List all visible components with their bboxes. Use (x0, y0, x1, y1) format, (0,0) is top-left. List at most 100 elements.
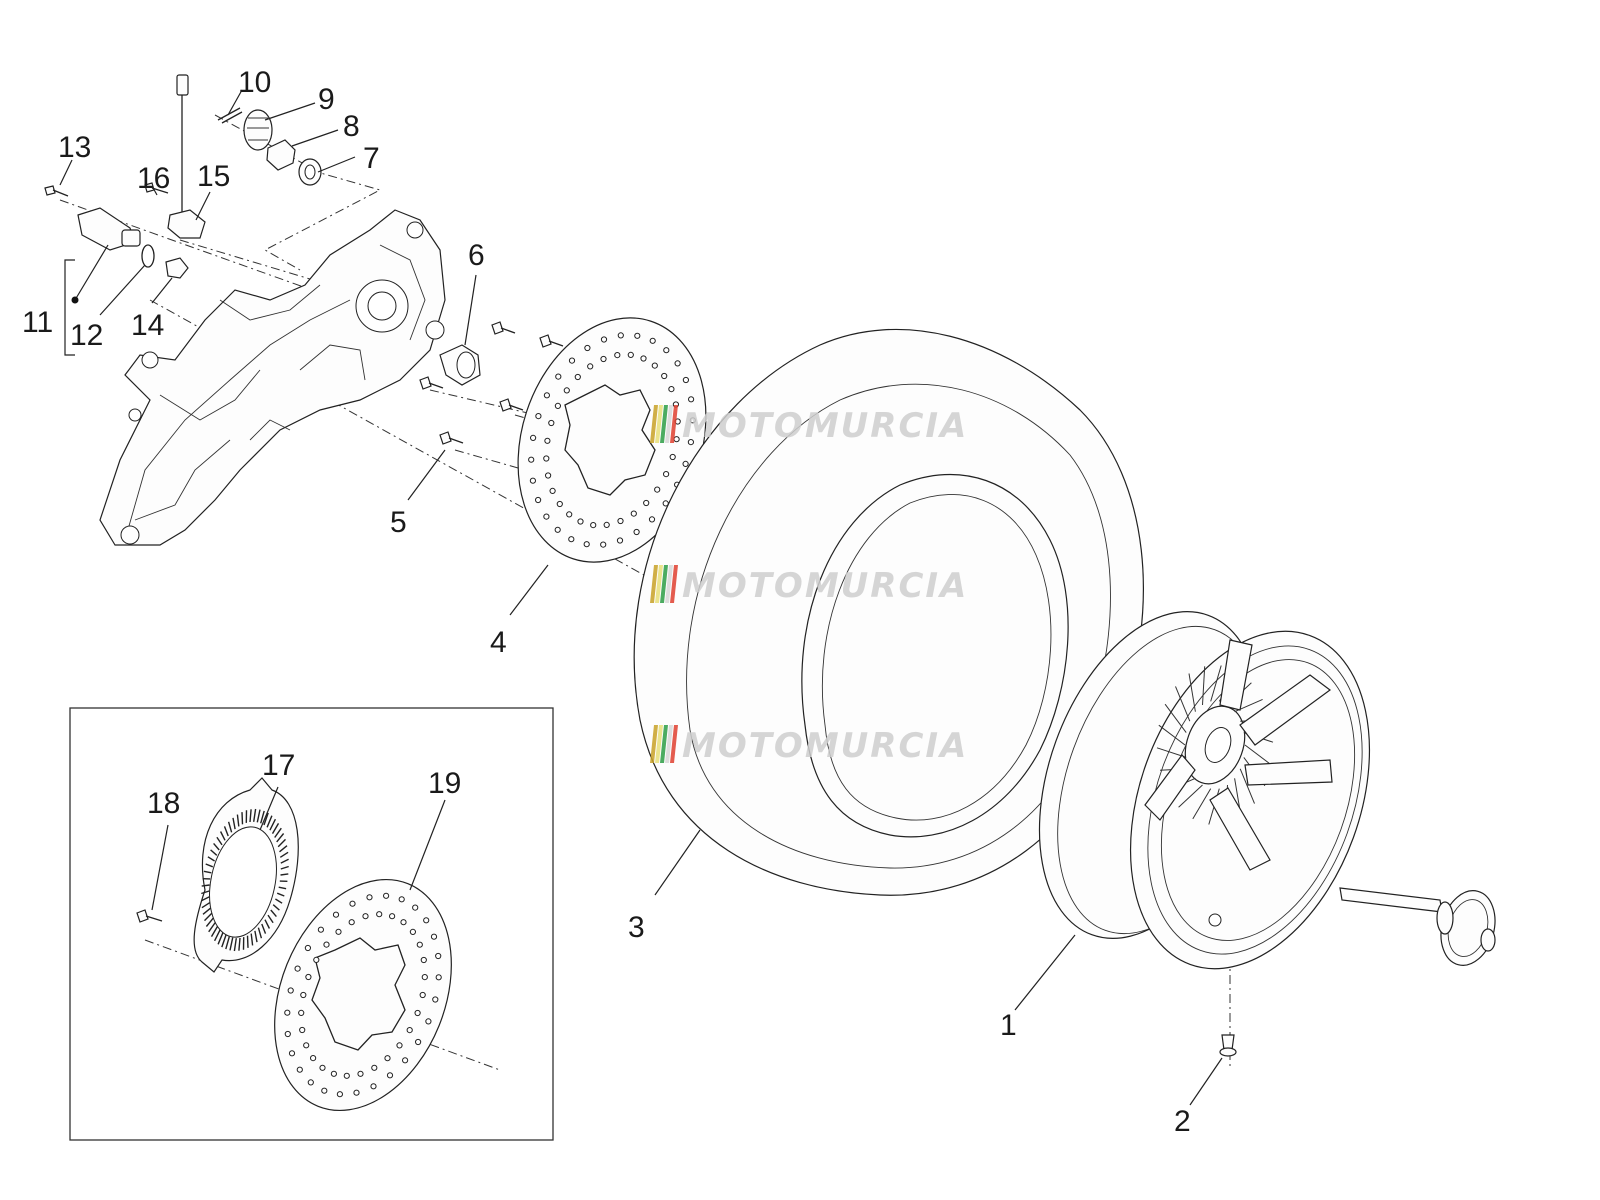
tone-ring-tooth (276, 833, 285, 843)
disc-hole (568, 536, 575, 543)
tone-ring-tooth (274, 827, 282, 838)
disc-hole (603, 521, 610, 529)
disc-hole (421, 974, 428, 981)
disc-hole (640, 355, 647, 362)
disc-hole (305, 973, 312, 981)
callout-14: 14 (131, 309, 164, 342)
disc-hole (577, 518, 584, 525)
watermark-bar (660, 565, 668, 603)
watermark-bar (665, 565, 673, 603)
watermark-top: MOTOMURCIA (650, 405, 966, 446)
watermark-bar (650, 725, 658, 763)
disc-hole (554, 526, 561, 533)
disc-holes (284, 892, 442, 1098)
tone-ring-tooth (279, 851, 289, 858)
disc-hole (544, 437, 551, 444)
disc-hole (643, 499, 650, 507)
callout-1: 1 (1000, 1009, 1017, 1042)
disc-hole (416, 941, 423, 948)
disc-hole (583, 541, 590, 548)
callout-12: 12 (70, 319, 103, 352)
disc-hole (348, 919, 355, 926)
disc-hole (409, 928, 416, 936)
tone-ring-tooth (221, 934, 227, 948)
disc-hole (414, 1009, 421, 1017)
tone-ring-tooth (223, 826, 229, 837)
disc-hole (435, 952, 442, 960)
watermark-bar (660, 725, 668, 763)
tone-ring-tooth (201, 884, 210, 887)
callout-5: 5 (390, 506, 407, 539)
tone-ring-tooth (267, 914, 274, 924)
disc-hole (663, 471, 670, 478)
callout-3: 3 (628, 911, 645, 944)
tone-ring-tooth (254, 930, 258, 943)
tone-ring-tooth (201, 890, 210, 895)
disc-hole (284, 1009, 291, 1016)
disc-hole (674, 360, 681, 367)
tone-ring-tooth (219, 831, 226, 841)
callout-6: 6 (468, 239, 485, 272)
tone-ring-tooth (205, 863, 214, 868)
spacer-and-bolts (419, 321, 564, 445)
disc-hole (651, 362, 658, 369)
tone-ring-tooth (241, 812, 244, 825)
disc-hole (648, 516, 656, 523)
disc-hole (549, 487, 556, 494)
disc-hole (313, 956, 320, 964)
disc-hole (298, 1009, 305, 1017)
disc-hole (633, 528, 640, 536)
disc-hole (661, 372, 668, 380)
tone-ring-tooth (213, 929, 221, 942)
disc-hole (600, 355, 607, 363)
tone-ring-tooth (264, 919, 271, 929)
tone-ring-tooth (250, 933, 254, 946)
disc-hole (370, 1083, 377, 1090)
disc-hole (335, 928, 342, 935)
tone-ring-tooth (216, 836, 223, 846)
svg-text:MOTOMURCIA: MOTOMURCIA (682, 726, 968, 766)
hub-fin (1210, 665, 1222, 702)
disc-hole (687, 439, 695, 446)
hub-fin (1239, 768, 1255, 804)
tone-ring-tooth (203, 870, 212, 874)
tone-ring-tooth (238, 937, 241, 951)
callout-16: 16 (137, 162, 170, 195)
callout-10: 10 (238, 66, 271, 99)
tone-ring-tooth (232, 817, 236, 830)
tone-ring-tooth (260, 810, 265, 824)
disc-hole (284, 1030, 291, 1038)
disc-hole (304, 944, 311, 952)
disc-hole (303, 1042, 310, 1049)
disc-hole (554, 402, 562, 409)
watermark-bar (655, 725, 663, 763)
watermark-bottom: MOTOMURCIA (650, 725, 968, 766)
disc-hole (556, 500, 563, 508)
tone-ring-tooth (201, 896, 210, 902)
tone-ring-tooth (210, 926, 219, 937)
tone-ring-tooth (280, 858, 289, 864)
disc-hole (600, 541, 607, 548)
tone-ring-tooth (266, 815, 273, 828)
hub-fin (1244, 744, 1272, 766)
disc-hole (294, 965, 301, 972)
tyre-valve (1219, 1034, 1237, 1057)
callout-15: 15 (197, 160, 230, 193)
tone-ring-tooth (201, 902, 211, 909)
disc-hole (366, 894, 373, 901)
hub-fin (1175, 686, 1191, 722)
disc-hole (682, 460, 689, 467)
tone-ring-tooth (217, 932, 224, 945)
disc-hole (688, 396, 695, 403)
tone-ring-tooth (229, 937, 234, 951)
disc-hole (535, 496, 542, 504)
disc-hole (435, 974, 442, 981)
disc-hole (649, 337, 656, 344)
disc-hole (402, 1057, 409, 1064)
hub-fin (1164, 703, 1187, 733)
disc-hole (386, 1072, 394, 1079)
disc-hole (616, 537, 624, 544)
callout-13: 13 (58, 131, 91, 164)
disc-hole (673, 436, 680, 443)
callout-9: 9 (318, 83, 335, 116)
